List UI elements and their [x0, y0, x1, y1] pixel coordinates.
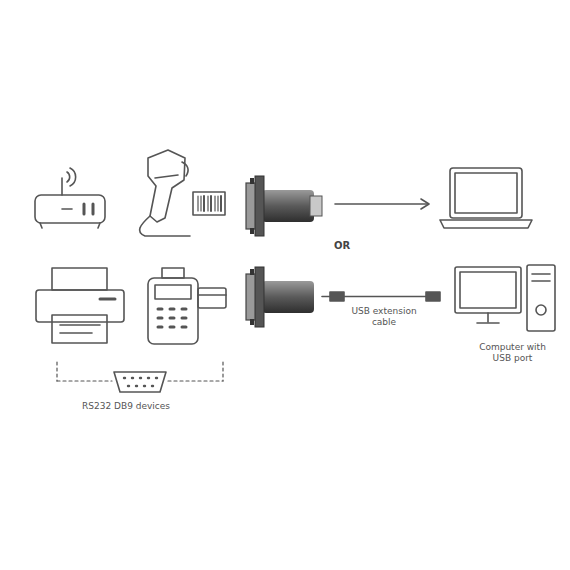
- node-caption: Computer with USB port: [476, 342, 550, 364]
- printer-icon: [36, 268, 124, 343]
- router-icon: [35, 168, 105, 228]
- scanner-icon: [140, 150, 225, 236]
- flow-arrow: [335, 199, 429, 209]
- db9-usb-adapter: [246, 267, 314, 327]
- usb-extension-cable: [322, 292, 440, 301]
- laptop-icon: [440, 168, 532, 228]
- db9-connector-icon: [114, 372, 166, 392]
- or-label: OR: [322, 240, 362, 252]
- computer-node: Computer with USB port: [445, 262, 560, 364]
- desktop-computer-icon: [455, 265, 555, 331]
- caption-label: USB extension cable: [346, 306, 422, 328]
- db9-usb-adapter: [246, 176, 322, 236]
- caption-label: RS232 DB9 devices: [70, 401, 182, 412]
- pos-terminal-icon: [148, 268, 226, 344]
